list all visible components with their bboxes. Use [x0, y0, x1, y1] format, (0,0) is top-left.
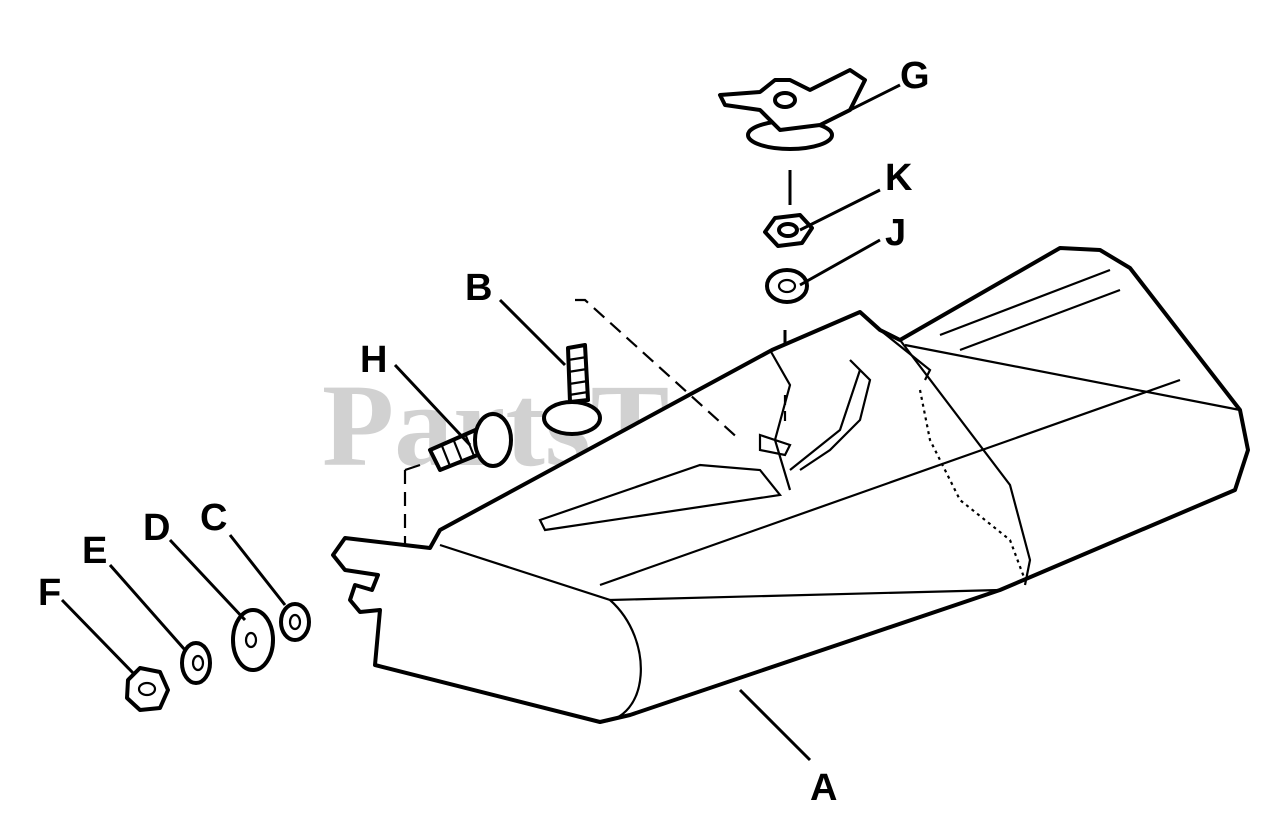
callout-d: D [143, 507, 170, 549]
assembly-guide-lines [403, 170, 792, 545]
callout-k: K [885, 157, 913, 199]
part-c-lock-washer [279, 602, 311, 642]
callout-a: A [810, 767, 837, 809]
part-a-deflector [331, 246, 1250, 724]
part-g-wing-nut [718, 68, 867, 151]
leader-lines [60, 83, 901, 762]
part-k-hex-nut [763, 213, 814, 248]
callout-c: C [200, 497, 227, 539]
callout-f: F [38, 572, 61, 614]
part-j-lock-washer [765, 268, 809, 304]
callout-b: B [465, 267, 492, 309]
part-b-screw [542, 343, 602, 436]
part-f-hex-nut [125, 666, 170, 712]
callout-g: G [900, 55, 930, 97]
callout-e: E [82, 530, 107, 572]
part-h-bolt [428, 412, 513, 472]
callout-j: J [885, 212, 906, 254]
part-e-lock-washer [180, 641, 212, 685]
callout-h: H [360, 339, 387, 381]
part-d-flat-washer [231, 608, 275, 672]
